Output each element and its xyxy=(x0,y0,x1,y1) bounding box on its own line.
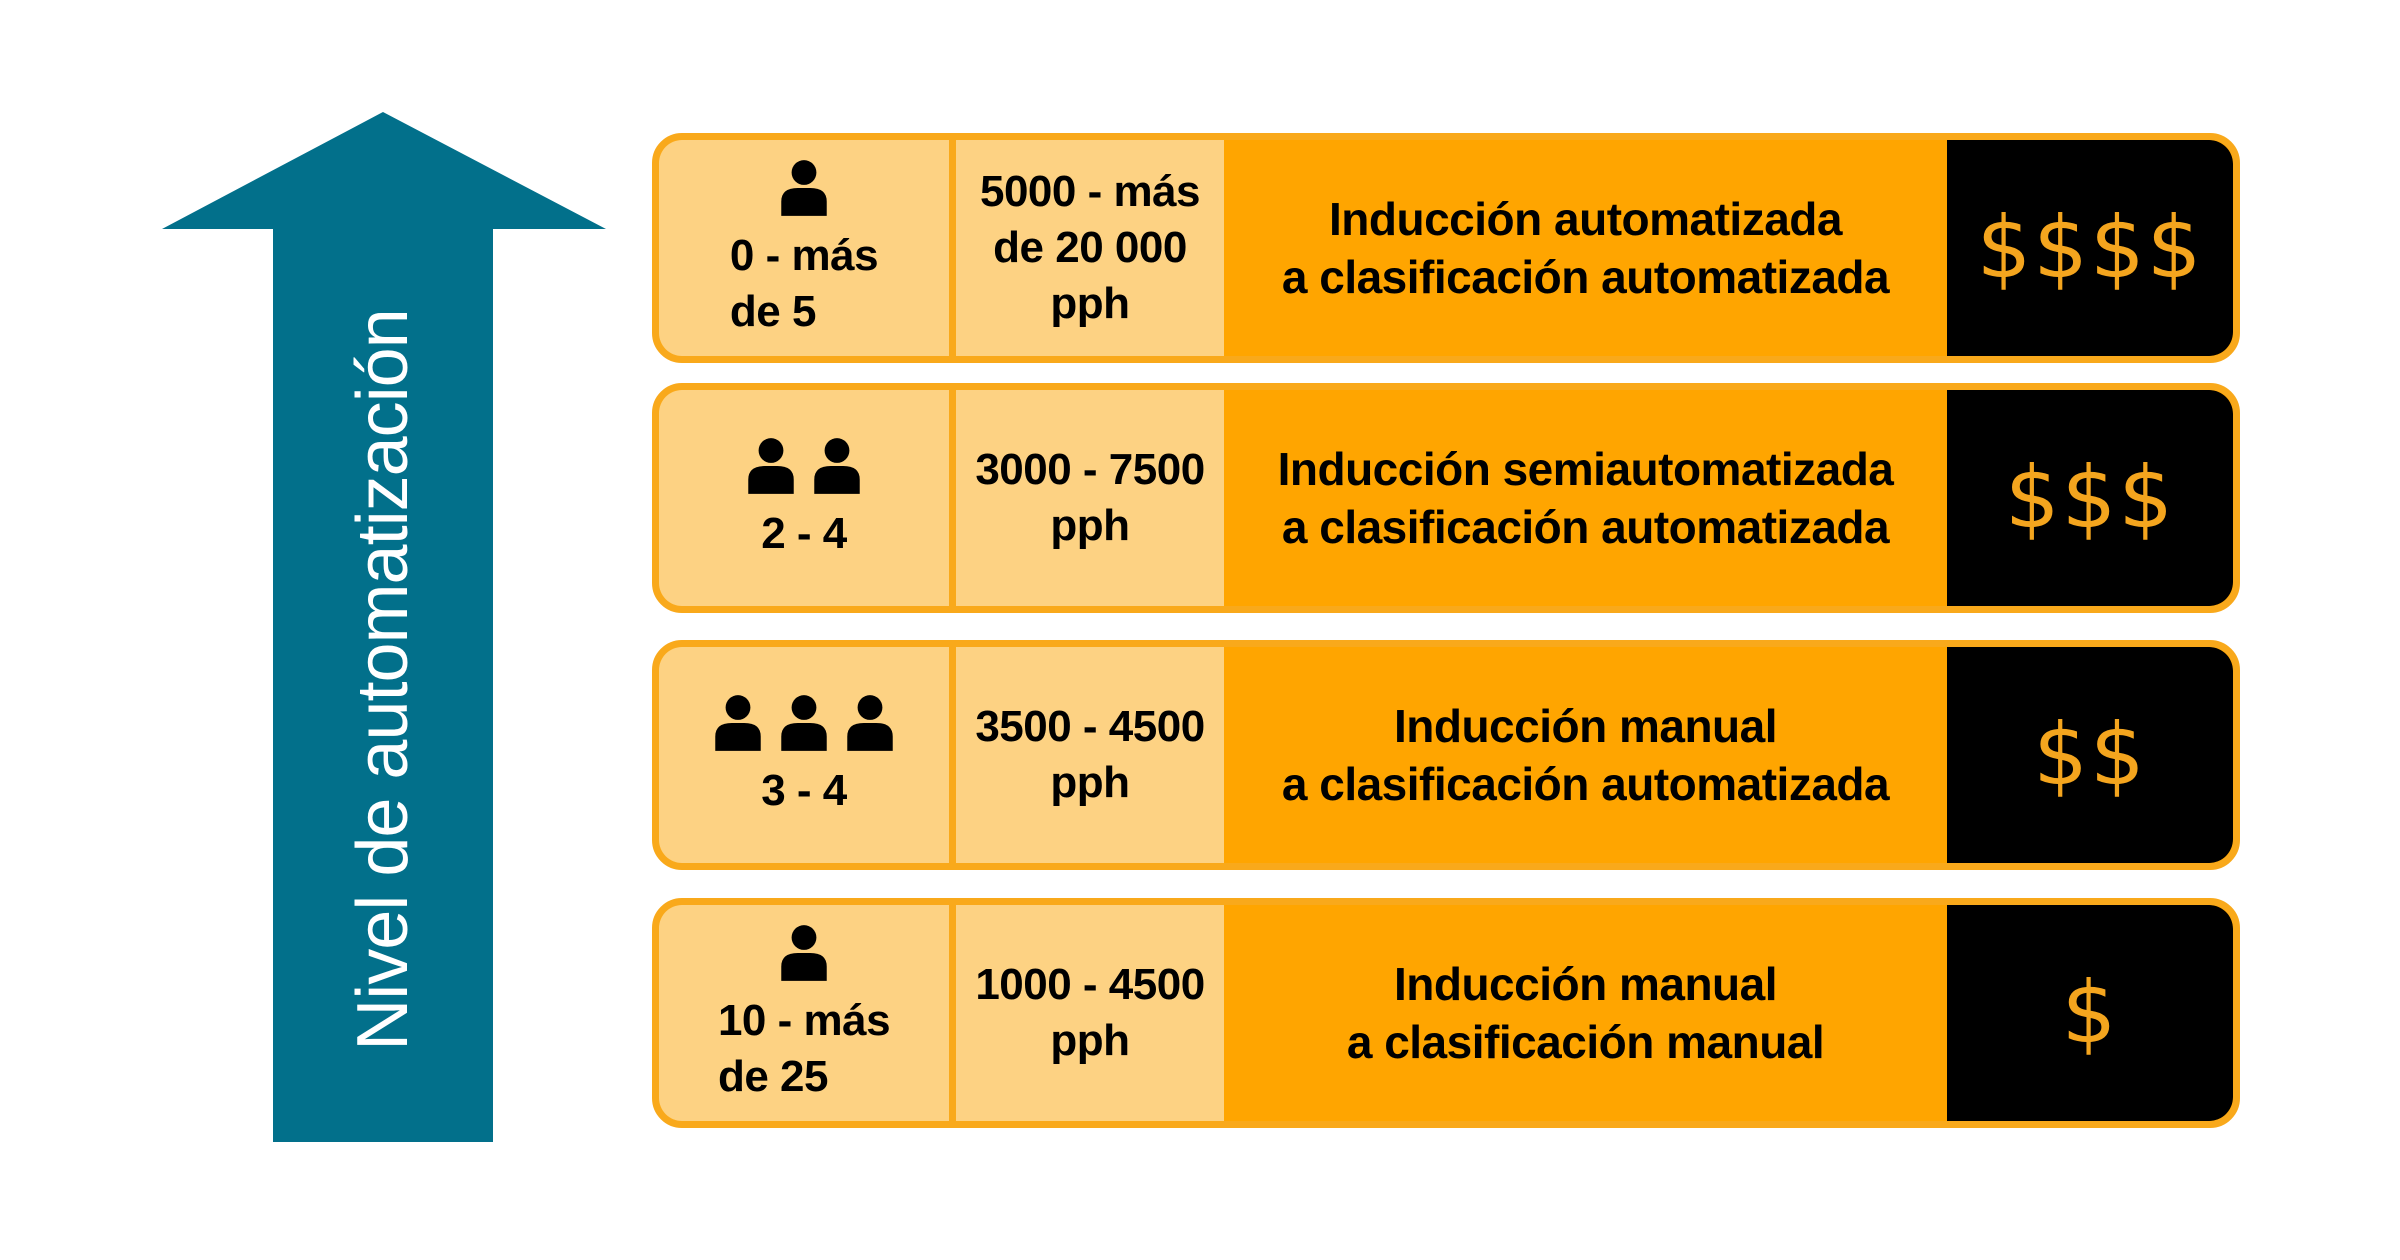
rate-cell: 5000 - más de 20 000 pph xyxy=(956,140,1224,356)
throughput-rate: 1000 - 4500 pph xyxy=(975,960,1205,1065)
rate-cell: 3000 - 7500 pph xyxy=(956,390,1224,606)
cost-cell: $$$$ xyxy=(1947,140,2233,356)
workers-count: 10 - más de 25 xyxy=(717,996,891,1101)
level-row-1: 0 - más de 5 5000 - más de 20 000 pph In… xyxy=(652,133,2240,363)
workers-count: 3 - 4 xyxy=(761,766,847,815)
workers-cell: 0 - más de 5 xyxy=(659,140,956,356)
cost-indicator: $$$$ xyxy=(1976,198,2204,298)
people-icons xyxy=(707,691,901,753)
person-icon xyxy=(781,695,827,751)
workers-cell: 2 - 4 xyxy=(659,390,956,606)
cost-indicator: $$ xyxy=(2033,705,2147,805)
level-description: Inducción manual a clasificación automat… xyxy=(1281,700,1890,810)
rate-cell: 3500 - 4500 pph xyxy=(956,647,1224,863)
person-icon xyxy=(715,695,761,751)
workers-cell: 10 - más de 25 xyxy=(659,905,956,1121)
level-row-3: 3 - 4 3500 - 4500 pph Inducción manual a… xyxy=(652,640,2240,870)
workers-count: 2 - 4 xyxy=(761,509,847,558)
cost-indicator: $$$ xyxy=(2004,448,2176,548)
level-description: Inducción manual a clasificación manual xyxy=(1346,958,1825,1068)
people-icons xyxy=(773,921,835,983)
throughput-rate: 3000 - 7500 pph xyxy=(975,445,1205,550)
person-icon xyxy=(814,438,860,494)
description-cell: Inducción semiautomatizada a clasificaci… xyxy=(1224,390,1947,606)
throughput-rate: 3500 - 4500 pph xyxy=(975,702,1205,807)
people-icons xyxy=(773,156,835,218)
arrow-label: Nivel de automatización xyxy=(343,309,423,1051)
level-row-2: 2 - 4 3000 - 7500 pph Inducción semiauto… xyxy=(652,383,2240,613)
person-icon xyxy=(781,925,827,981)
level-description: Inducción automatizada a clasificación a… xyxy=(1281,193,1890,303)
person-icon xyxy=(748,438,794,494)
cost-cell: $ xyxy=(1947,905,2233,1121)
automation-level-arrow xyxy=(160,112,608,1142)
people-icons xyxy=(740,434,868,496)
cost-cell: $$ xyxy=(1947,647,2233,863)
up-arrow-icon xyxy=(162,112,606,1142)
level-row-4: 10 - más de 25 1000 - 4500 pph Inducción… xyxy=(652,898,2240,1128)
description-cell: Inducción manual a clasificación automat… xyxy=(1224,647,1947,863)
workers-count: 0 - más de 5 xyxy=(729,231,879,336)
level-description: Inducción semiautomatizada a clasificaci… xyxy=(1277,443,1894,553)
rate-cell: 1000 - 4500 pph xyxy=(956,905,1224,1121)
throughput-rate: 5000 - más de 20 000 pph xyxy=(979,167,1201,328)
cost-indicator: $ xyxy=(2061,963,2119,1063)
workers-cell: 3 - 4 xyxy=(659,647,956,863)
description-cell: Inducción automatizada a clasificación a… xyxy=(1224,140,1947,356)
person-icon xyxy=(847,695,893,751)
cost-cell: $$$ xyxy=(1947,390,2233,606)
person-icon xyxy=(781,160,827,216)
description-cell: Inducción manual a clasificación manual xyxy=(1224,905,1947,1121)
